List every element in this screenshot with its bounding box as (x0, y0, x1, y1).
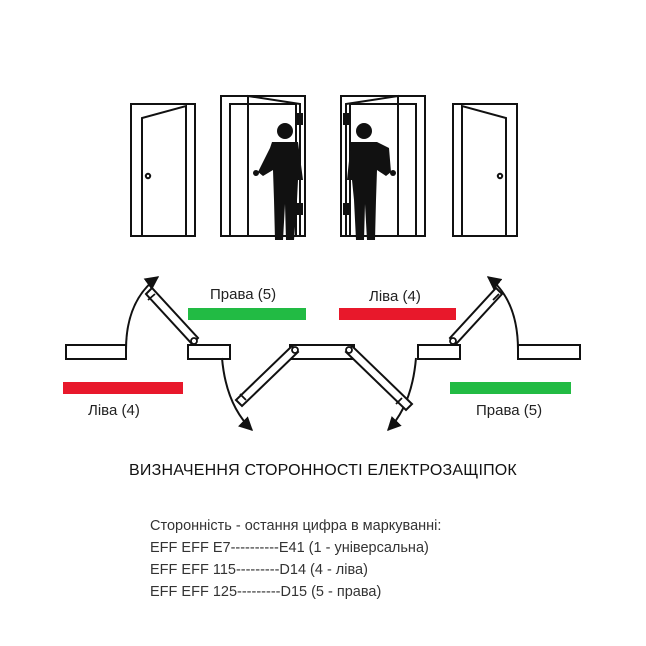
label-left-top: Ліва (4) (369, 288, 421, 305)
label-left-bottom: Ліва (4) (88, 402, 140, 419)
red-bar-left-bottom (63, 382, 183, 394)
note-line-2: EFF EFF E7----------E41 (1 - універсальн… (150, 540, 429, 556)
green-bar-right-bottom (450, 382, 571, 394)
person-icon-left (253, 123, 303, 240)
diagram-title: ВИЗНАЧЕННЯ СТОРОННОСТІ ЕЛЕКТРОЗАЩІПОК (129, 462, 517, 479)
note-line-3: EFF EFF 115---------D14 (4 - ліва) (150, 562, 368, 578)
label-right-top: Права (5) (210, 286, 277, 303)
note-line-4: EFF EFF 125---------D15 (5 - права) (150, 584, 382, 600)
label-right-bottom: Права (5) (476, 402, 543, 419)
door-closed-left (130, 103, 196, 237)
hinge-marks (147, 293, 500, 405)
green-bar-right-top (188, 308, 306, 320)
wall-segments (65, 344, 581, 360)
door-leaves-plan (144, 286, 504, 412)
red-bar-left-top (339, 308, 456, 320)
note-line-1: Сторонність - остання цифра в маркуванні… (150, 518, 442, 534)
door-closed-right (452, 103, 518, 237)
person-icon-right (347, 123, 396, 240)
